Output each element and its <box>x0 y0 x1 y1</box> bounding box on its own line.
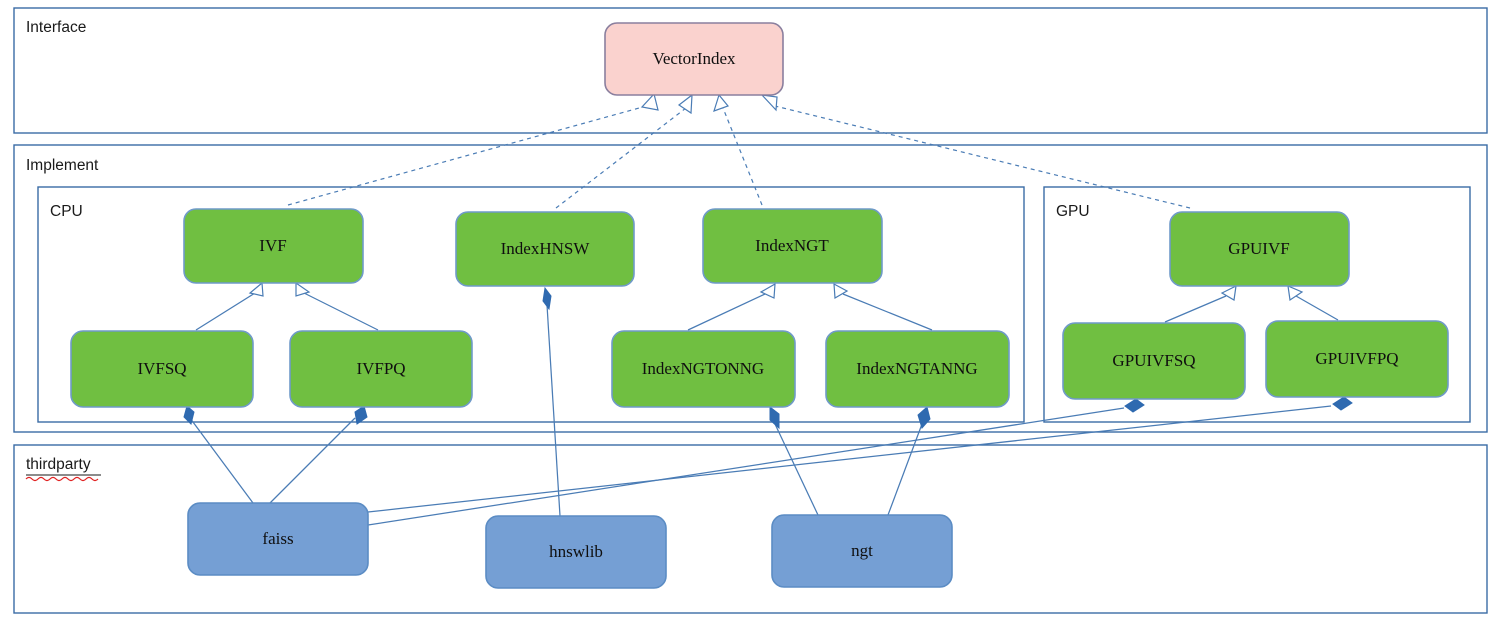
edge-ngt-to-indexngtanng <box>887 423 923 516</box>
node-indexhnsw-label: IndexHNSW <box>501 239 591 258</box>
arrowhead-filled-diamond <box>1332 396 1353 411</box>
arrowhead-filled-diamond <box>917 406 931 429</box>
node-ivfpq-rect[interactable] <box>289 330 473 408</box>
node-ivfpq[interactable]: IVFPQ <box>289 330 473 408</box>
arrowhead-filled-diamond <box>354 405 368 425</box>
arrowhead-filled-diamond <box>769 405 780 430</box>
node-indexhnsw-rect[interactable] <box>455 211 635 287</box>
node-ngt-rect[interactable] <box>771 514 953 588</box>
edge-faiss-to-gpuivfpq <box>367 405 1332 513</box>
node-ivf-rect[interactable] <box>183 208 364 284</box>
node-gpuivf-rect[interactable] <box>1169 211 1350 287</box>
edge-indexngtanng-to-indexngt <box>842 293 933 331</box>
edge-ivfpq-to-ivf <box>303 292 379 331</box>
node-indexngtonng[interactable]: IndexNGTONNG <box>611 330 796 408</box>
group-thirdparty-label: thirdparty <box>26 456 91 473</box>
group-interface-label: Interface <box>26 19 86 36</box>
node-ivfsq[interactable]: IVFSQ <box>70 330 254 408</box>
node-ivf-label: IVF <box>259 236 286 255</box>
node-ivfpq-label: IVFPQ <box>356 359 405 378</box>
group-gpu-box <box>1043 186 1471 423</box>
arrowhead-hollow-triangle <box>677 93 693 115</box>
group-cpu-label: CPU <box>50 203 83 220</box>
arrowhead-filled-diamond <box>1124 398 1145 413</box>
node-hnswlib-label: hnswlib <box>549 542 603 561</box>
node-gpuivfpq[interactable]: GPUIVFPQ <box>1265 320 1449 398</box>
edge-ngt-to-indexngtonng <box>774 423 819 516</box>
edges-generalization <box>195 281 1339 331</box>
node-indexngt-label: IndexNGT <box>755 236 829 255</box>
arrowhead-hollow-triangle <box>248 281 264 297</box>
node-vectorindex-label: VectorIndex <box>652 49 736 68</box>
node-indexngtanng[interactable]: IndexNGTANNG <box>825 330 1010 408</box>
node-indexngt[interactable]: IndexNGT <box>702 208 883 284</box>
edges-composition <box>183 286 1353 526</box>
edge-indexngtonng-to-indexngt <box>687 293 766 331</box>
node-gpuivfpq-label: GPUIVFPQ <box>1315 349 1398 368</box>
group-cpu-box <box>37 186 1025 423</box>
node-hnswlib[interactable]: hnswlib <box>485 515 667 589</box>
nodes: VectorIndex IVF IndexHNSW IndexNGT IVFSQ <box>70 22 1449 589</box>
group-cpu: CPU <box>37 186 1025 423</box>
node-gpuivf[interactable]: GPUIVF <box>1169 211 1350 287</box>
edge-gpuivfsq-to-gpuivf <box>1164 295 1227 323</box>
node-ngt[interactable]: ngt <box>771 514 953 588</box>
node-indexngtanng-rect[interactable] <box>825 330 1010 408</box>
node-vectorindex[interactable]: VectorIndex <box>604 22 784 96</box>
edge-hnswlib-to-indexhnsw <box>546 304 561 517</box>
edge-faiss-to-ivfsq <box>189 417 254 504</box>
node-indexngtonng-rect[interactable] <box>611 330 796 408</box>
arrowhead-hollow-triangle <box>713 93 730 112</box>
edge-ivfsq-to-ivf <box>195 292 256 331</box>
node-faiss[interactable]: faiss <box>187 502 369 576</box>
group-implement-label: Implement <box>26 157 99 174</box>
node-vectorindex-rect[interactable] <box>604 22 784 96</box>
edge-faiss-to-ivfpq <box>269 417 356 504</box>
node-hnswlib-rect[interactable] <box>485 515 667 589</box>
edge-indexhnsw-to-vectorindex <box>555 107 687 209</box>
node-gpuivfsq[interactable]: GPUIVFSQ <box>1062 322 1246 400</box>
arrowhead-hollow-triangle <box>640 92 659 111</box>
group-gpu: GPU <box>1043 186 1471 423</box>
node-indexngtonng-label: IndexNGTONNG <box>642 359 764 378</box>
node-gpuivfsq-rect[interactable] <box>1062 322 1246 400</box>
edge-ivf-to-vectorindex <box>287 104 651 206</box>
arrowhead-hollow-triangle <box>759 282 776 299</box>
node-indexngt-rect[interactable] <box>702 208 883 284</box>
node-ivf[interactable]: IVF <box>183 208 364 284</box>
node-indexhnsw[interactable]: IndexHNSW <box>455 211 635 287</box>
node-gpuivfpq-rect[interactable] <box>1265 320 1449 398</box>
arrowhead-filled-diamond <box>183 405 195 425</box>
arrowhead-filled-diamond <box>542 286 552 311</box>
node-ivfsq-label: IVFSQ <box>137 359 186 378</box>
group-thirdparty-box <box>13 444 1488 614</box>
node-gpuivf-label: GPUIVF <box>1228 239 1289 258</box>
node-faiss-rect[interactable] <box>187 502 369 576</box>
node-ngt-label: ngt <box>851 541 873 560</box>
arrowhead-hollow-triangle <box>1220 284 1237 301</box>
group-gpu-label: GPU <box>1056 203 1090 220</box>
arrowhead-hollow-triangle <box>295 281 311 297</box>
thirdparty-spellcheck-squiggle-icon <box>25 476 99 482</box>
edge-indexngt-to-vectorindex <box>722 107 763 206</box>
edge-gpuivfpq-to-gpuivf <box>1295 295 1339 321</box>
node-gpuivfsq-label: GPUIVFSQ <box>1112 351 1195 370</box>
node-ivfsq-rect[interactable] <box>70 330 254 408</box>
arrowhead-hollow-triangle <box>1287 285 1304 302</box>
node-faiss-label: faiss <box>262 529 293 548</box>
group-thirdparty: thirdparty <box>13 444 1488 614</box>
arrowhead-hollow-triangle <box>833 282 849 300</box>
edge-faiss-to-gpuivfsq <box>367 407 1125 526</box>
arrowhead-hollow-triangle <box>760 94 778 112</box>
node-indexngtanng-label: IndexNGTANNG <box>856 359 977 378</box>
edges-realization <box>287 92 1191 209</box>
